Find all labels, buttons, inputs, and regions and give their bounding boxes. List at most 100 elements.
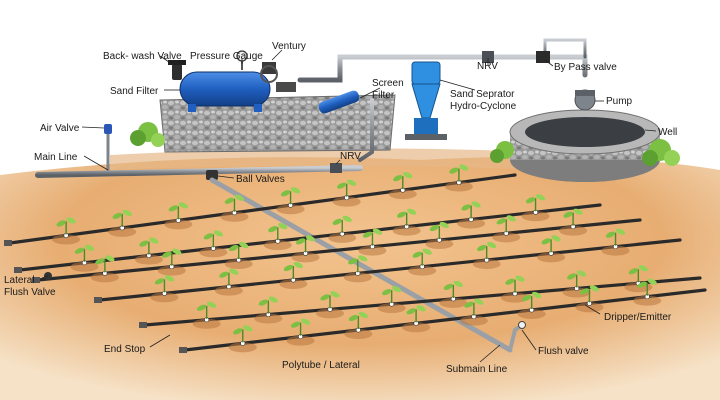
wet-spot (263, 240, 292, 251)
wet-spot (492, 232, 521, 243)
plant-leaf (638, 265, 648, 272)
plant-leaf (74, 247, 85, 254)
laterals (4, 173, 707, 353)
plant-leaf (178, 202, 188, 209)
label-well: Well (658, 127, 677, 138)
label-pump: Pump (606, 96, 633, 107)
plant-leaf (382, 289, 392, 296)
wet-spot (286, 335, 315, 346)
wet-spot (392, 225, 421, 236)
plant-leaf (449, 167, 459, 174)
plant-leaf (105, 255, 115, 262)
plant-leaf (112, 212, 122, 219)
plant-leaf (474, 298, 484, 305)
plant-leaf (416, 305, 426, 312)
plants (52, 164, 662, 353)
plant-leaf (358, 255, 368, 262)
plant-leaf (589, 285, 600, 292)
plant-leaf (149, 237, 159, 244)
lateral-tube (183, 288, 707, 352)
label-flush-valve: Flush valve (538, 346, 589, 357)
plant-leaf (358, 311, 368, 319)
pump (574, 89, 596, 111)
lateral-tube (8, 173, 517, 245)
plant-leaf (213, 230, 223, 237)
wet-spot (501, 292, 529, 303)
plant-leaf (429, 224, 439, 232)
plant-leaf (233, 328, 243, 335)
wet-spot (472, 259, 501, 269)
plant-leaf (453, 280, 463, 287)
bypass-valve-body (536, 51, 550, 63)
wet-spot (439, 297, 468, 308)
plant-leaf (563, 211, 573, 218)
plant-leaf (164, 275, 175, 282)
plant-leaf (290, 321, 301, 328)
wet-spot (199, 247, 228, 258)
plant-leaf (348, 258, 358, 265)
label-submain: Submain Line (446, 364, 508, 375)
plant-leaf (300, 318, 311, 325)
plant-leaf (522, 294, 532, 302)
plant-leaf (168, 205, 178, 212)
wet-spot (164, 219, 193, 230)
plant-leaf (139, 240, 149, 247)
plant-leaf (278, 223, 288, 230)
wet-spot (279, 279, 308, 289)
end-stop-cap (179, 347, 187, 353)
plant-leaf (305, 235, 316, 242)
plant-leaf (203, 233, 213, 240)
soil-strip-top (110, 148, 560, 170)
label-end-stop: End Stop (104, 344, 146, 355)
plant-leaf (464, 301, 474, 308)
plant-leaf (496, 218, 506, 225)
plant-leaf (290, 187, 301, 194)
wet-spot (291, 252, 320, 263)
label-hydrocyclone-line2: Hydro-Cyclone (450, 101, 517, 112)
label-nrv-mid: NRV (340, 151, 361, 162)
plant-leaf (535, 194, 546, 201)
main-line-pipe (35, 165, 363, 178)
nrv-top-valve (482, 51, 494, 63)
plant-leaf (95, 258, 105, 265)
plant-leaf (471, 201, 481, 208)
plant-leaf (541, 238, 551, 245)
plant-leaf (577, 270, 587, 277)
plant-leaf (422, 248, 432, 255)
plant-leaf (197, 304, 207, 311)
plant-leaf (392, 286, 402, 293)
wet-spot (459, 315, 488, 326)
venturi (260, 62, 296, 92)
label-screen-filter-line2: Filter (372, 90, 395, 101)
wet-spot (328, 232, 357, 243)
plant-leaf (239, 241, 249, 249)
plant-leaf (628, 268, 638, 275)
lateral-tube (143, 276, 702, 327)
end-stop-cap (14, 267, 22, 273)
plant-leaf (407, 208, 417, 215)
plant-leaf (295, 238, 306, 245)
end-stop-cap (32, 277, 40, 283)
wet-spot (388, 189, 417, 200)
flush-valve-cap (518, 321, 526, 329)
plant-leaf (283, 264, 293, 272)
wet-spot (344, 329, 373, 339)
plant-leaf (605, 231, 616, 238)
well (509, 109, 661, 182)
label-lateral-flush-line1: Lateral (4, 275, 35, 286)
plant-leaf (154, 278, 165, 285)
wet-spot (559, 225, 588, 236)
wet-spot (517, 309, 546, 319)
label-backwash-valve: Back- wash Valve (103, 51, 182, 62)
end-stop-cap (139, 322, 147, 328)
wet-spot (150, 292, 179, 303)
plant-leaf (579, 288, 590, 295)
plant-leaf (56, 220, 66, 227)
wet-spot (377, 303, 406, 314)
air-valve (104, 124, 112, 172)
label-nrv-top: NRV (477, 61, 498, 72)
plant-leaf (406, 308, 416, 315)
plant-leaf (403, 172, 413, 179)
plant-leaf (443, 283, 453, 290)
